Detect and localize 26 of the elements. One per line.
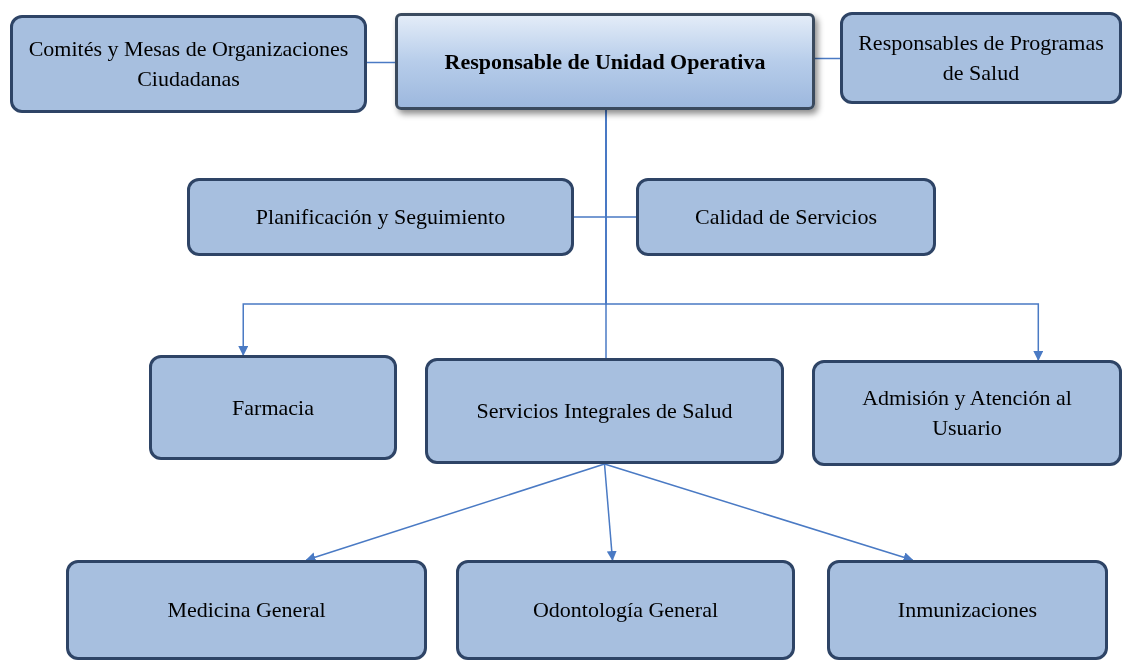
org-box xyxy=(827,560,1108,660)
connector-line xyxy=(366,61,396,64)
org-box xyxy=(10,15,367,113)
org-box xyxy=(636,178,936,256)
box-label: Responsable de Unidad Operativa xyxy=(444,47,766,76)
org-box xyxy=(149,355,397,460)
box-label: Odontología General xyxy=(532,596,719,624)
org-box xyxy=(840,12,1122,104)
box-label: Admisión y Atención al Usuario xyxy=(861,384,1073,442)
connector-line xyxy=(814,57,841,60)
org-box xyxy=(395,13,815,110)
arrow xyxy=(603,463,617,561)
org-box xyxy=(66,560,427,660)
org-box xyxy=(187,178,574,256)
org-box xyxy=(456,560,795,660)
org-box xyxy=(812,360,1122,466)
box-label: Medicina General xyxy=(167,596,326,624)
box-label: Inmunizaciones xyxy=(897,596,1038,624)
org-box xyxy=(425,358,784,464)
box-label: Responsables de Programas de Salud xyxy=(857,29,1105,87)
box-label: Farmacia xyxy=(232,393,314,422)
box-label: Comités y Mesas de Organizaciones Ciudadanas xyxy=(27,35,350,93)
arrow xyxy=(305,463,606,562)
box-label: Servicios Integrales de Salud xyxy=(476,397,733,425)
box-label: Planificación y Seguimiento xyxy=(255,203,506,231)
box-label: Calidad de Servicios xyxy=(694,203,878,231)
